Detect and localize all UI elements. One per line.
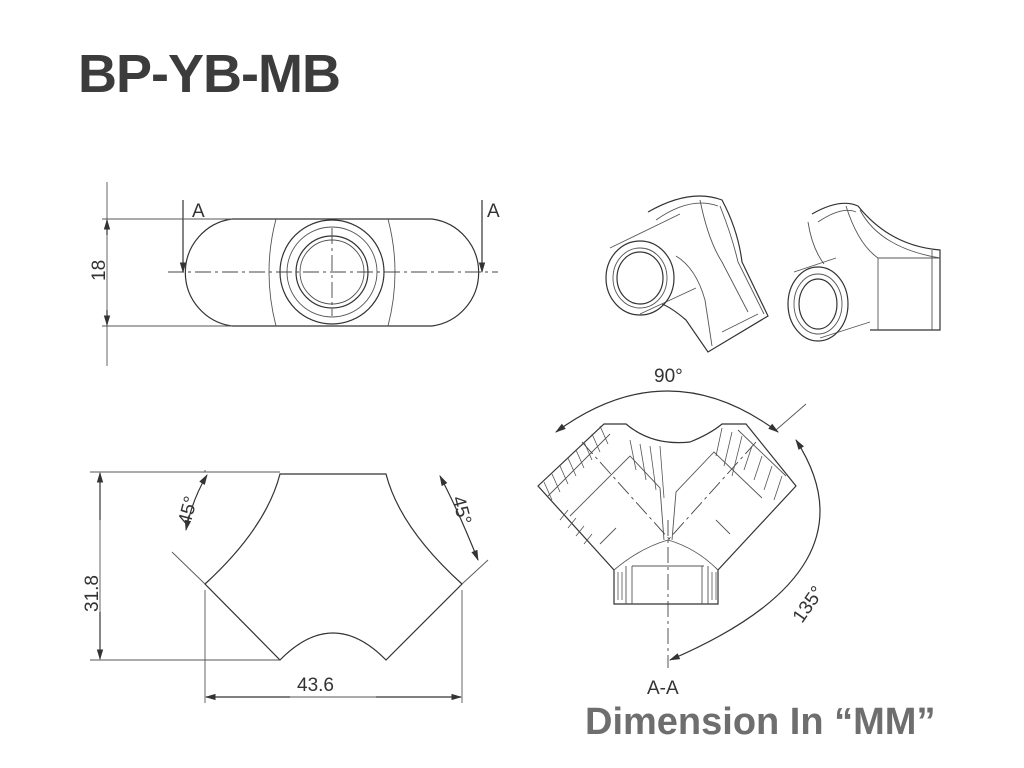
isometric-view-back [787,202,941,342]
front-view-angle-left: 45° [175,494,203,527]
front-view: 31.8 43.6 45° 45° [82,470,489,703]
section-view: 90° 135° A-A [537,366,829,699]
section-angle-right: 135° [789,583,829,627]
top-view: A A 18 [89,182,500,366]
unit-note: Dimension In “MM” [585,701,936,743]
section-angle-top: 90° [654,366,683,387]
section-mark-right: A [487,201,500,222]
part-number-title: BP-YB-MB [78,44,341,104]
front-view-angle-right: 45° [447,494,475,527]
isometric-view-front [605,195,769,353]
section-mark-left: A [192,201,205,222]
top-view-height-dimension: 18 [89,260,110,281]
section-label: A-A [647,678,679,699]
front-view-width-dimension: 43.6 [297,675,334,696]
front-view-height-dimension: 31.8 [82,575,103,612]
